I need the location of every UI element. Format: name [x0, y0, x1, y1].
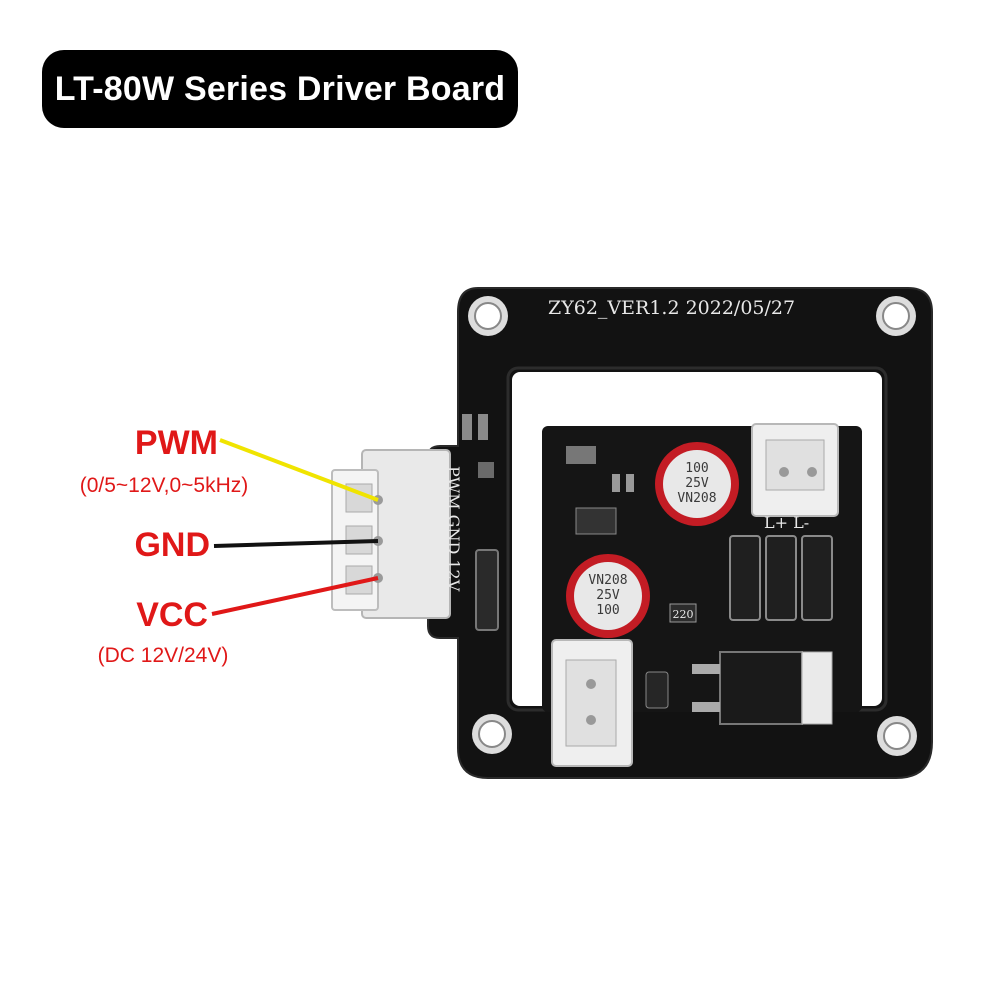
- inductor: [669, 603, 697, 623]
- output-connector-top: [751, 423, 839, 517]
- voltage-regulator: [692, 651, 833, 725]
- mounting-hole: [468, 296, 508, 336]
- title-banner: LT-80W Series Driver Board: [42, 50, 518, 128]
- ic-chip: [575, 507, 617, 535]
- svg-text:VN208: VN208: [588, 573, 627, 588]
- input-connector: [331, 449, 451, 619]
- vcc-spec: (DC 12V/24V): [97, 644, 229, 667]
- inductor-label: 220: [673, 608, 694, 621]
- mosfet: [729, 535, 761, 621]
- smd-part: [626, 474, 634, 492]
- pcb: [427, 287, 933, 779]
- mosfet: [765, 535, 797, 621]
- mounting-hole: [877, 716, 917, 756]
- output-connector-bottom: [551, 639, 633, 767]
- pwm-spec: (0/5~12V,0~5kHz): [79, 474, 249, 497]
- smd-diode: [475, 549, 499, 631]
- capacitor: 100 25V VN208: [655, 442, 739, 526]
- smd-resistor: [478, 414, 488, 440]
- svg-text:100: 100: [685, 461, 708, 476]
- svg-text:25V: 25V: [685, 476, 709, 491]
- silkscreen-header: ZY62_VER1.2 2022/05/27: [548, 297, 795, 319]
- mounting-hole: [876, 296, 916, 336]
- pwm-label: PWM: [134, 424, 218, 462]
- svg-text:25V: 25V: [596, 588, 620, 603]
- vcc-label: VCC: [136, 596, 208, 634]
- pad-label: L+ L-: [764, 513, 809, 532]
- vcc-wire: [211, 576, 379, 616]
- pwm-wire: [219, 438, 379, 502]
- mounting-hole: [472, 714, 512, 754]
- smd-part: [566, 446, 596, 464]
- svg-text:100: 100: [596, 603, 619, 618]
- smd-part: [478, 462, 494, 478]
- smd-part: [612, 474, 620, 492]
- title-text: LT-80W Series Driver Board: [54, 69, 506, 108]
- gnd-label: GND: [134, 526, 210, 564]
- capacitor: VN208 25V 100: [566, 554, 650, 638]
- mosfet: [801, 535, 833, 621]
- svg-text:VN208: VN208: [677, 491, 716, 506]
- smd-resistor: [462, 414, 472, 440]
- smd-diode: [645, 671, 669, 709]
- connector-silkscreen: PWM GND 12V: [444, 466, 463, 592]
- gnd-wire: [213, 539, 379, 548]
